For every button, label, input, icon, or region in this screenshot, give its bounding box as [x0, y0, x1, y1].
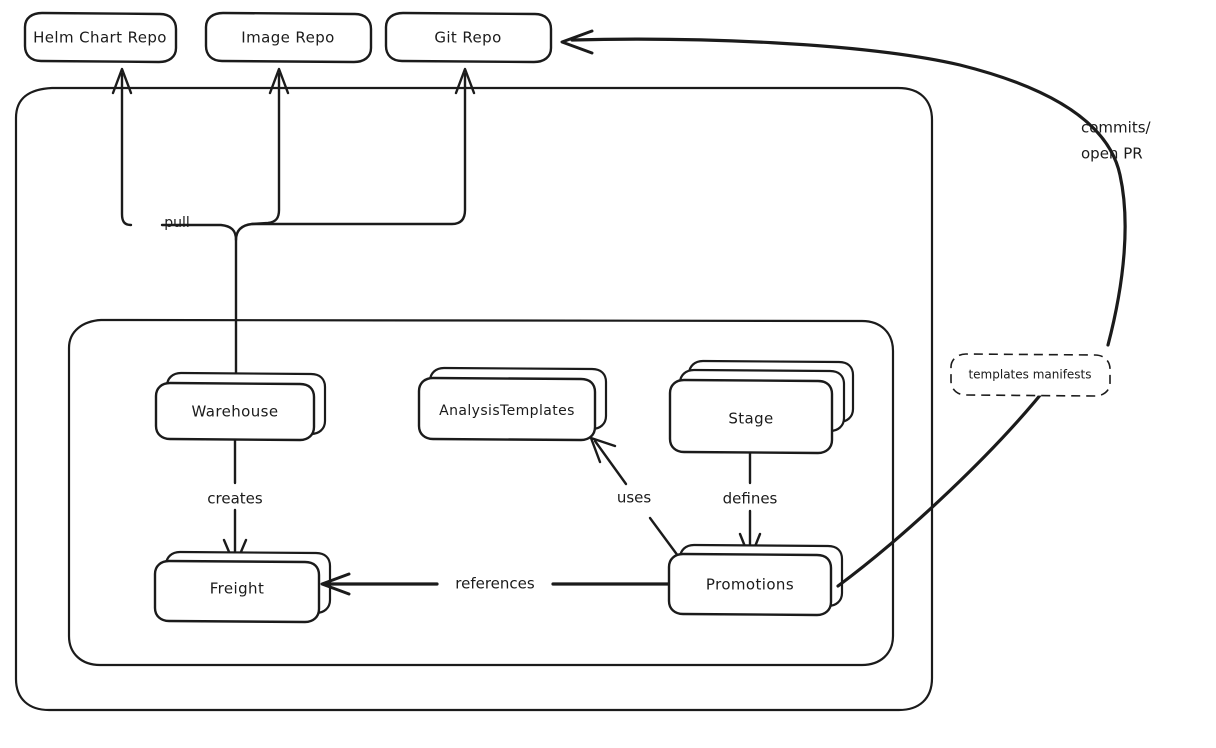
note-templates-manifests: templates manifests — [950, 353, 1111, 397]
entity-freight[interactable]: Freight — [153, 550, 332, 624]
edge-label-references: references — [455, 575, 535, 593]
entity-label-freight: Freight — [210, 580, 264, 598]
entity-analysis-templates[interactable]: AnalysisTemplates — [417, 366, 608, 442]
repo-label-git-repo: Git Repo — [434, 29, 501, 47]
entity-promotions[interactable]: Promotions — [667, 543, 844, 617]
edge-creates: creates — [207, 438, 263, 568]
repo-label-helm-chart-repo: Helm Chart Repo — [33, 29, 167, 47]
edge-uses: uses — [589, 436, 683, 562]
edge-label-uses: uses — [617, 489, 652, 507]
outer-container — [14, 86, 934, 712]
edge-label-commits-line2: open PR — [1081, 145, 1143, 163]
entity-label-stage: Stage — [728, 410, 773, 428]
edge-label-creates: creates — [207, 490, 263, 508]
entity-stage[interactable]: Stage — [668, 359, 855, 455]
inner-container — [67, 318, 895, 667]
entity-label-analysis-templates: AnalysisTemplates — [439, 403, 575, 419]
edge-label-commits-line1: commits/ — [1081, 119, 1152, 137]
entity-label-promotions: Promotions — [706, 576, 794, 594]
edge-label-pull: pull — [164, 215, 190, 231]
edge-defines: defines — [723, 451, 778, 561]
entity-label-warehouse: Warehouse — [192, 403, 279, 421]
repo-box-git-repo[interactable]: Git Repo — [384, 11, 553, 64]
edge-pull: pull — [111, 67, 476, 385]
repo-box-image-repo[interactable]: Image Repo — [204, 11, 373, 64]
note-label-templates-manifests: templates manifests — [968, 368, 1091, 382]
edge-references: references — [320, 572, 670, 596]
entity-warehouse[interactable]: Warehouse — [154, 371, 327, 442]
repo-label-image-repo: Image Repo — [241, 29, 334, 47]
edge-label-defines: defines — [723, 490, 778, 508]
edge-commits-open-pr: commits/ open PR — [560, 29, 1152, 588]
repo-box-helm-chart-repo[interactable]: Helm Chart Repo — [23, 11, 178, 64]
